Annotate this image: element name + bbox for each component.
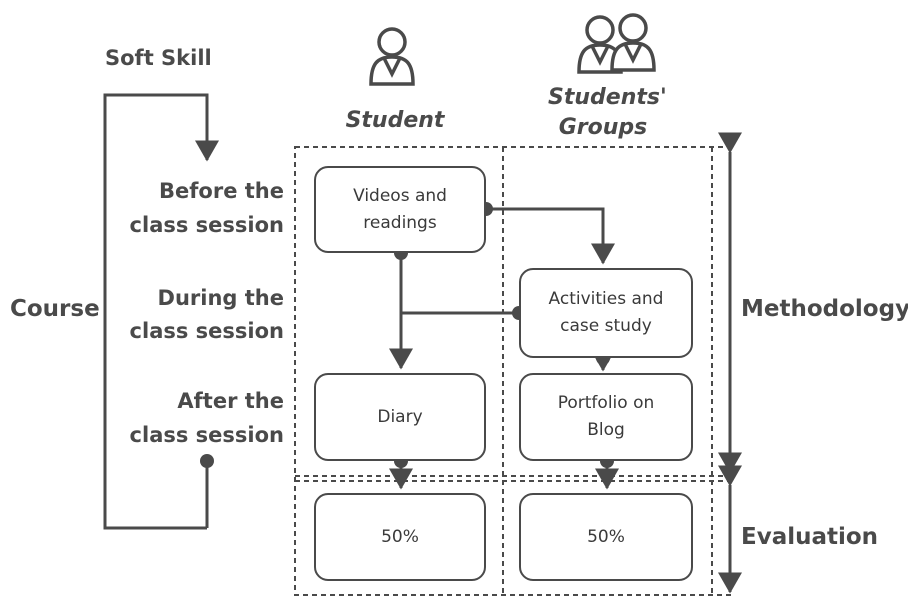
course-loop (103, 93, 219, 530)
student-icon (369, 27, 415, 86)
portfolio-box-line1: Portfolio on (557, 393, 655, 413)
course-loop-path (103, 93, 219, 530)
row-label-before-line1: Before the (159, 179, 284, 203)
evaluation-label: Evaluation (741, 524, 879, 550)
groups-evaluation-box: 50% (519, 493, 693, 581)
course-loop-start-dot (200, 454, 214, 468)
activities-box-line1: Activities and (548, 289, 664, 309)
activities-box-line2: case study (560, 316, 652, 336)
students-group-icon (577, 13, 656, 74)
videos-box-line1: Videos and (353, 185, 447, 206)
portfolio-on-blog-box: Portfolio on Blog (519, 373, 693, 461)
videos-and-readings-box: Videos and readings (314, 166, 486, 253)
soft-skill-label: Soft Skill (105, 46, 212, 70)
course-label: Course (10, 296, 100, 322)
videos-to-activities-connector (486, 207, 615, 265)
row-label-after-line1: After the (177, 389, 284, 413)
column-header-student: Student (345, 108, 445, 133)
student-evaluation-box: 50% (314, 493, 486, 581)
row-label-during-line2: class session (129, 319, 284, 343)
row-label-before-line2: class session (129, 213, 284, 237)
diary-box: Diary (314, 373, 486, 461)
row-label-after-line2: class session (129, 423, 284, 447)
portfolio-box-line2: Blog (587, 420, 625, 440)
student-evaluation-value: 50% (381, 526, 419, 547)
diary-box-label: Diary (377, 406, 423, 427)
row-label-during-line1: During the (157, 286, 284, 310)
column-header-groups-line2: Groups (558, 115, 648, 140)
activities-and-case-study-box: Activities and case study (519, 268, 693, 358)
column-header-groups-line1: Students' (548, 85, 667, 110)
groups-evaluation-value: 50% (587, 526, 625, 547)
videos-box-line2: readings (363, 212, 437, 233)
methodology-label: Methodology (741, 296, 908, 322)
